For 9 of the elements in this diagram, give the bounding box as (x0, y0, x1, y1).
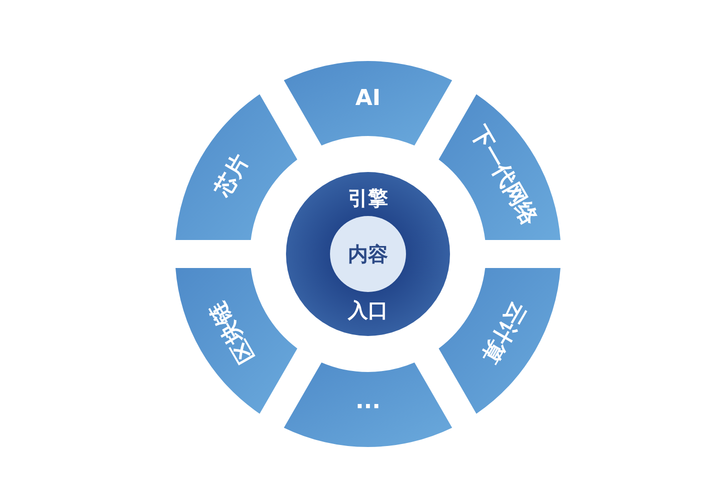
center-label: 内容 (348, 244, 388, 264)
segment-label: 下一代网络 (466, 123, 540, 230)
ring-label: 入口 (348, 300, 388, 320)
segment-label: 云计算 (476, 298, 529, 366)
segment-label: 区块链 (207, 298, 260, 366)
segment-label: 芯片 (212, 152, 254, 201)
segment-label: ... (355, 398, 381, 420)
ring-label: 引擎 (348, 188, 388, 208)
segment-label: AI (355, 88, 381, 110)
